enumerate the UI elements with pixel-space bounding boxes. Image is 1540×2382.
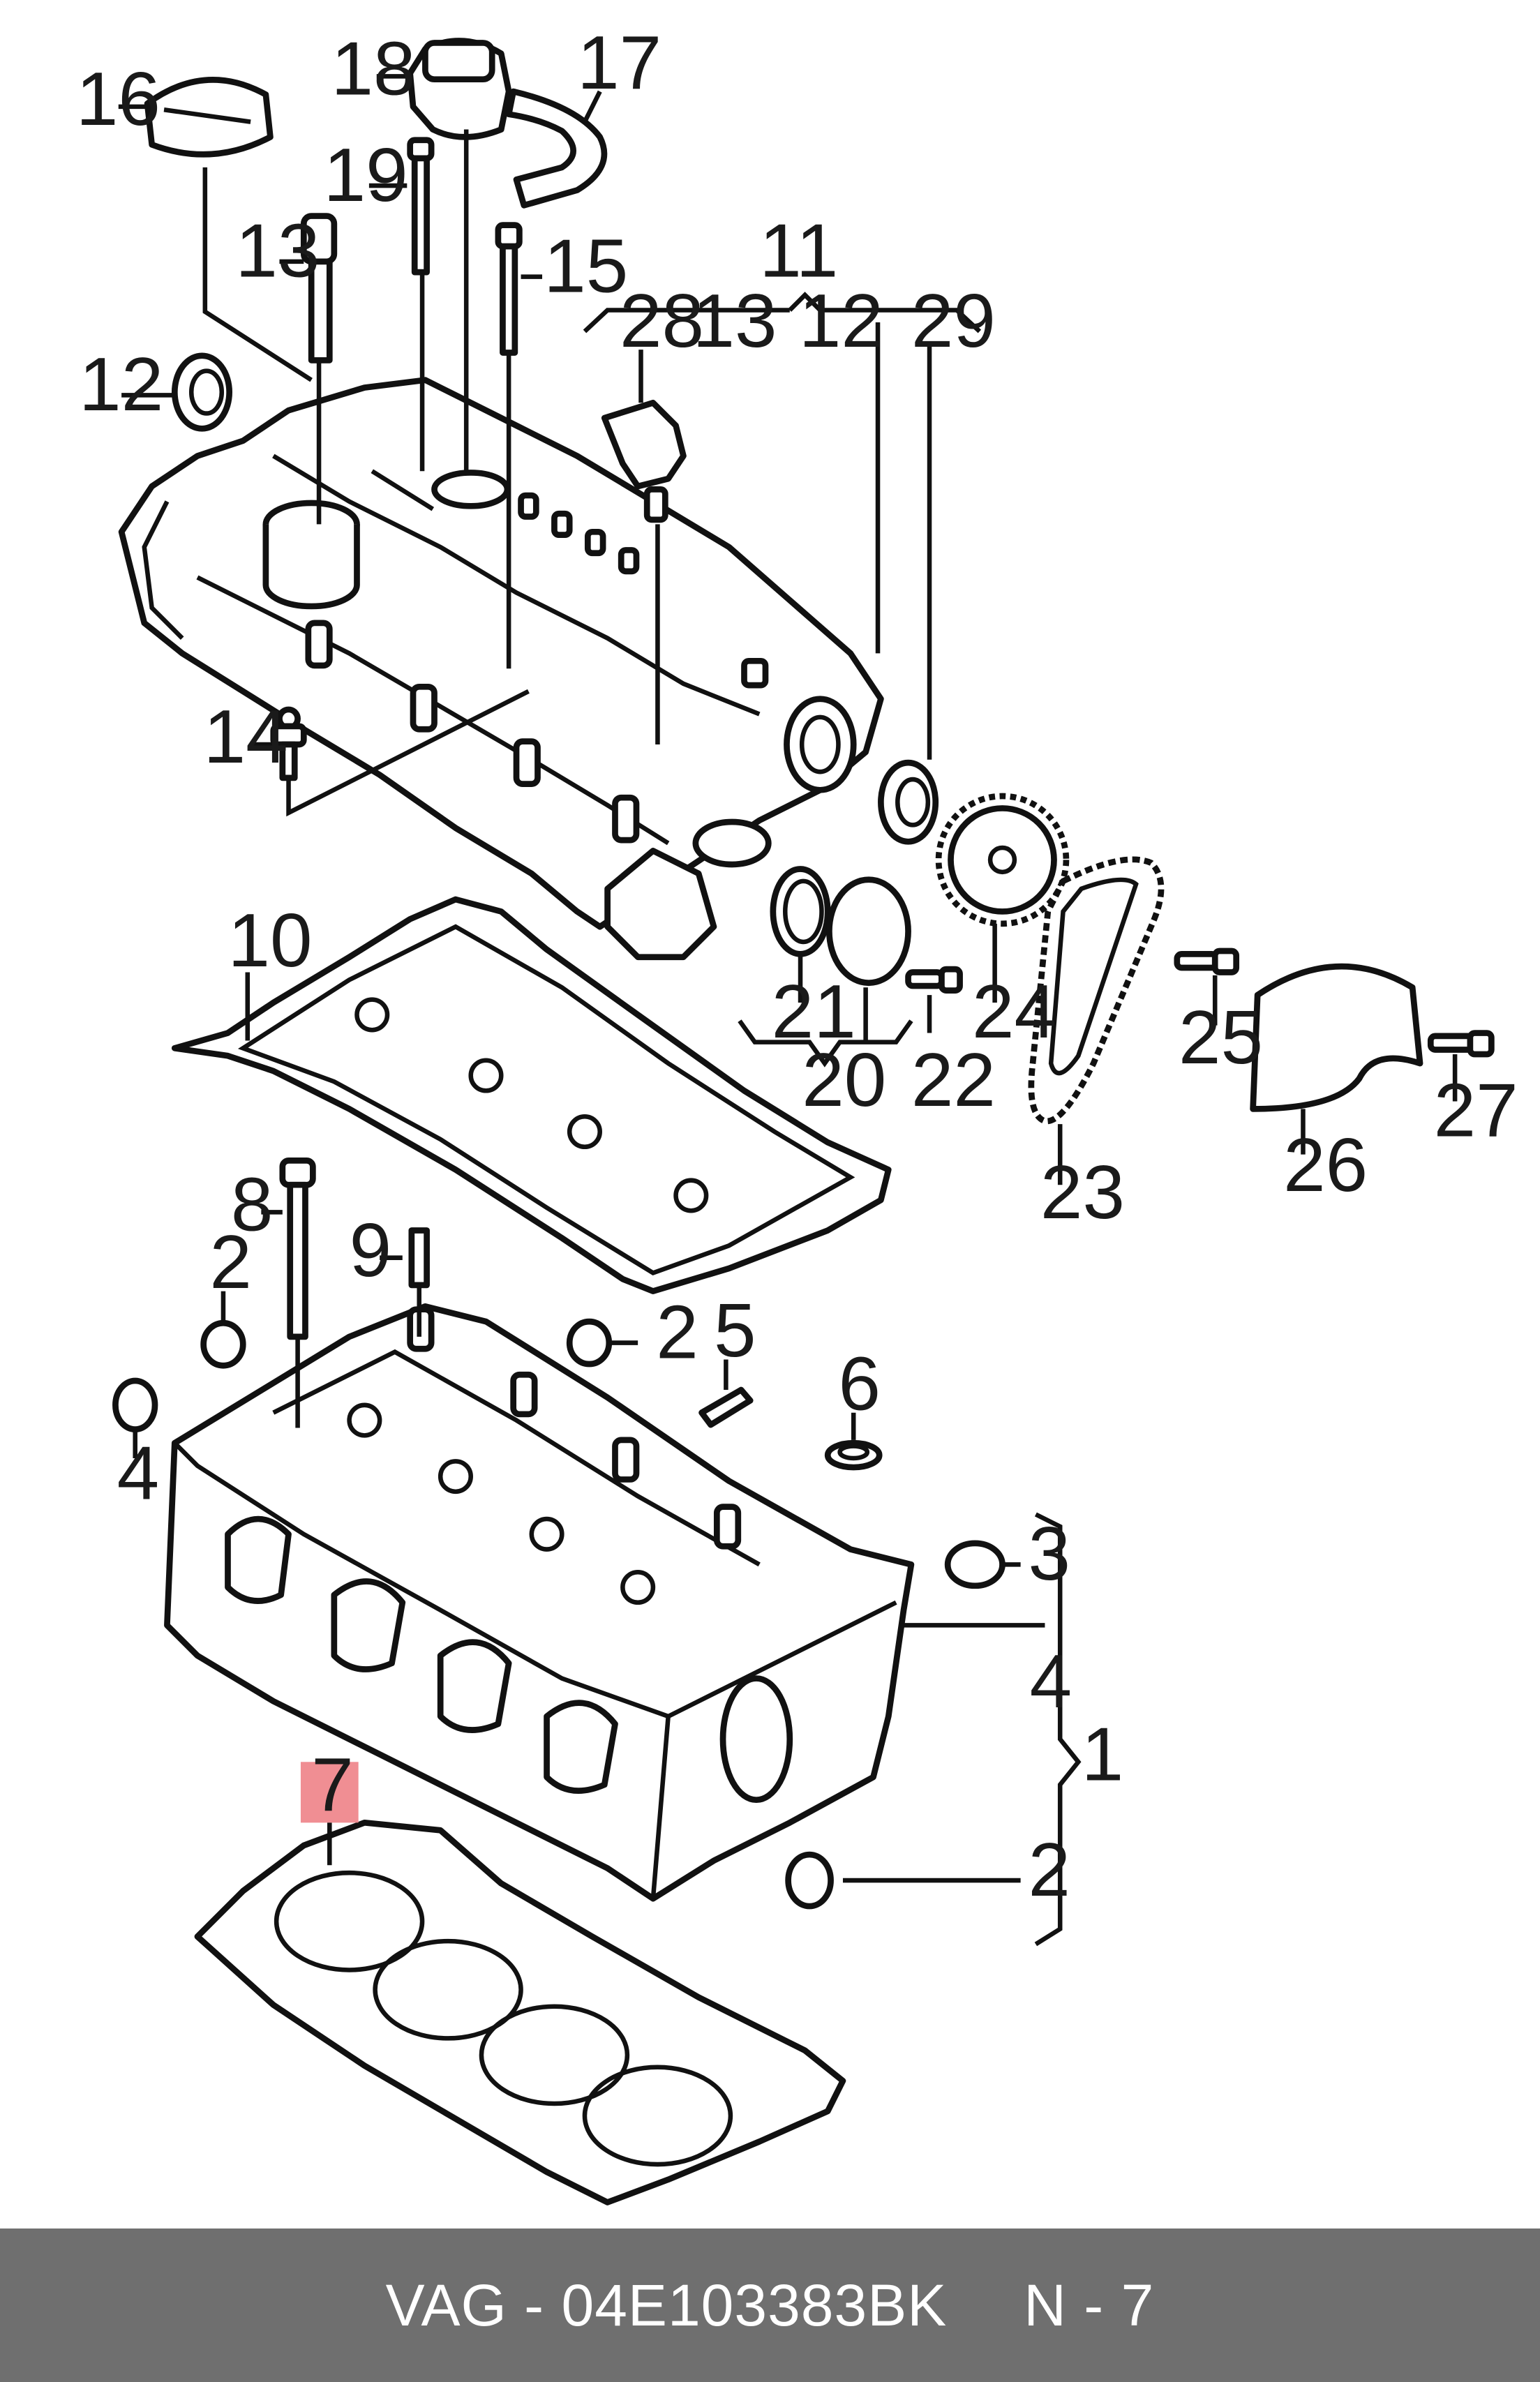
head-gasket-7 xyxy=(194,1819,846,2205)
bolt-27 xyxy=(1427,1030,1495,1058)
seal-6 xyxy=(824,1439,883,1471)
callout-26: 26 xyxy=(1283,1123,1368,1208)
callout-2-left: 2 xyxy=(209,1220,252,1305)
plug-3 xyxy=(944,1540,1006,1589)
seal-29 xyxy=(878,759,939,845)
callout-17: 17 xyxy=(577,20,661,105)
callout-22: 22 xyxy=(911,1038,996,1123)
callout-11: 11 xyxy=(759,209,838,294)
valve-cover xyxy=(118,377,884,961)
stud-9 xyxy=(408,1227,430,1289)
callout-5: 5 xyxy=(714,1288,756,1373)
camshaft-sprocket-24 xyxy=(935,793,1070,927)
callout-9: 9 xyxy=(350,1208,392,1293)
callout-8: 8 xyxy=(231,1162,274,1248)
cylinder-head-1 xyxy=(164,1303,915,1902)
bolt-8 xyxy=(279,1158,316,1340)
bolt-19 xyxy=(407,137,435,276)
sensor-28 xyxy=(601,399,687,523)
highlight-box xyxy=(300,1762,359,1823)
seal-ring-12 xyxy=(171,352,233,432)
callout-10: 10 xyxy=(227,898,312,983)
part-number-label: VAG - 04E103383BK xyxy=(385,2272,948,2338)
callout-2-right: 2 xyxy=(656,1289,698,1374)
plug-2-left xyxy=(200,1319,246,1369)
callout-25: 25 xyxy=(1179,995,1263,1080)
plug-4 xyxy=(112,1377,158,1432)
oring-21 xyxy=(770,866,831,957)
callout-15: 15 xyxy=(544,223,628,308)
position-label: N - 7 xyxy=(1024,2272,1155,2338)
callout-24: 24 xyxy=(972,969,1056,1054)
callout-6: 6 xyxy=(838,1341,881,1426)
callout-19: 19 xyxy=(324,133,408,218)
solenoid-valve xyxy=(300,213,338,364)
callout-14: 14 xyxy=(204,694,288,779)
callout-labels: 16 18 17 19 13 15 11 28 13 12 29 12 14 1… xyxy=(76,20,1518,1912)
pin-5 xyxy=(698,1386,754,1428)
callout-12-group: 12 xyxy=(799,278,883,364)
callout-7: 7 xyxy=(311,1742,354,1827)
callout-21: 21 xyxy=(772,969,856,1054)
hose xyxy=(505,88,608,209)
exploded-parts-diagram: 16 18 17 19 13 15 11 28 13 12 29 12 14 1… xyxy=(76,20,1518,2205)
callout-4-left: 4 xyxy=(117,1431,160,1516)
plug-2-right xyxy=(566,1318,613,1368)
callout-18: 18 xyxy=(331,26,415,111)
callout-23: 23 xyxy=(1040,1150,1125,1235)
belt-guard-26 xyxy=(1250,963,1423,1112)
pressure-regulator xyxy=(407,38,512,140)
callout-29: 29 xyxy=(911,278,996,364)
callout-13: 13 xyxy=(235,209,320,294)
callout-27: 27 xyxy=(1434,1068,1518,1153)
plug-2-bottom xyxy=(785,1851,834,1910)
cover-20 xyxy=(826,876,911,987)
bolt-22 xyxy=(905,966,963,994)
breather-pin-14 xyxy=(270,706,307,781)
callout-1: 1 xyxy=(1082,1711,1124,1797)
bolt-25 xyxy=(1174,947,1240,975)
toothed-belt-23 xyxy=(1028,856,1165,1125)
callout-13-group: 13 xyxy=(692,278,777,364)
callout-2-bottom: 2 xyxy=(1029,1827,1071,1912)
callout-28: 28 xyxy=(620,278,704,364)
cover-gasket-10 xyxy=(171,896,892,1294)
callout-3: 3 xyxy=(1029,1511,1071,1596)
callout-16: 16 xyxy=(76,57,160,142)
bolt-15 xyxy=(495,222,523,356)
callout-4-right: 4 xyxy=(1030,1639,1072,1724)
callout-12: 12 xyxy=(79,342,163,427)
callout-20: 20 xyxy=(802,1038,886,1123)
oil-filler-cap xyxy=(144,77,274,158)
part-number-bar: VAG - 04E103383BK N - 7 xyxy=(0,2229,1540,2382)
